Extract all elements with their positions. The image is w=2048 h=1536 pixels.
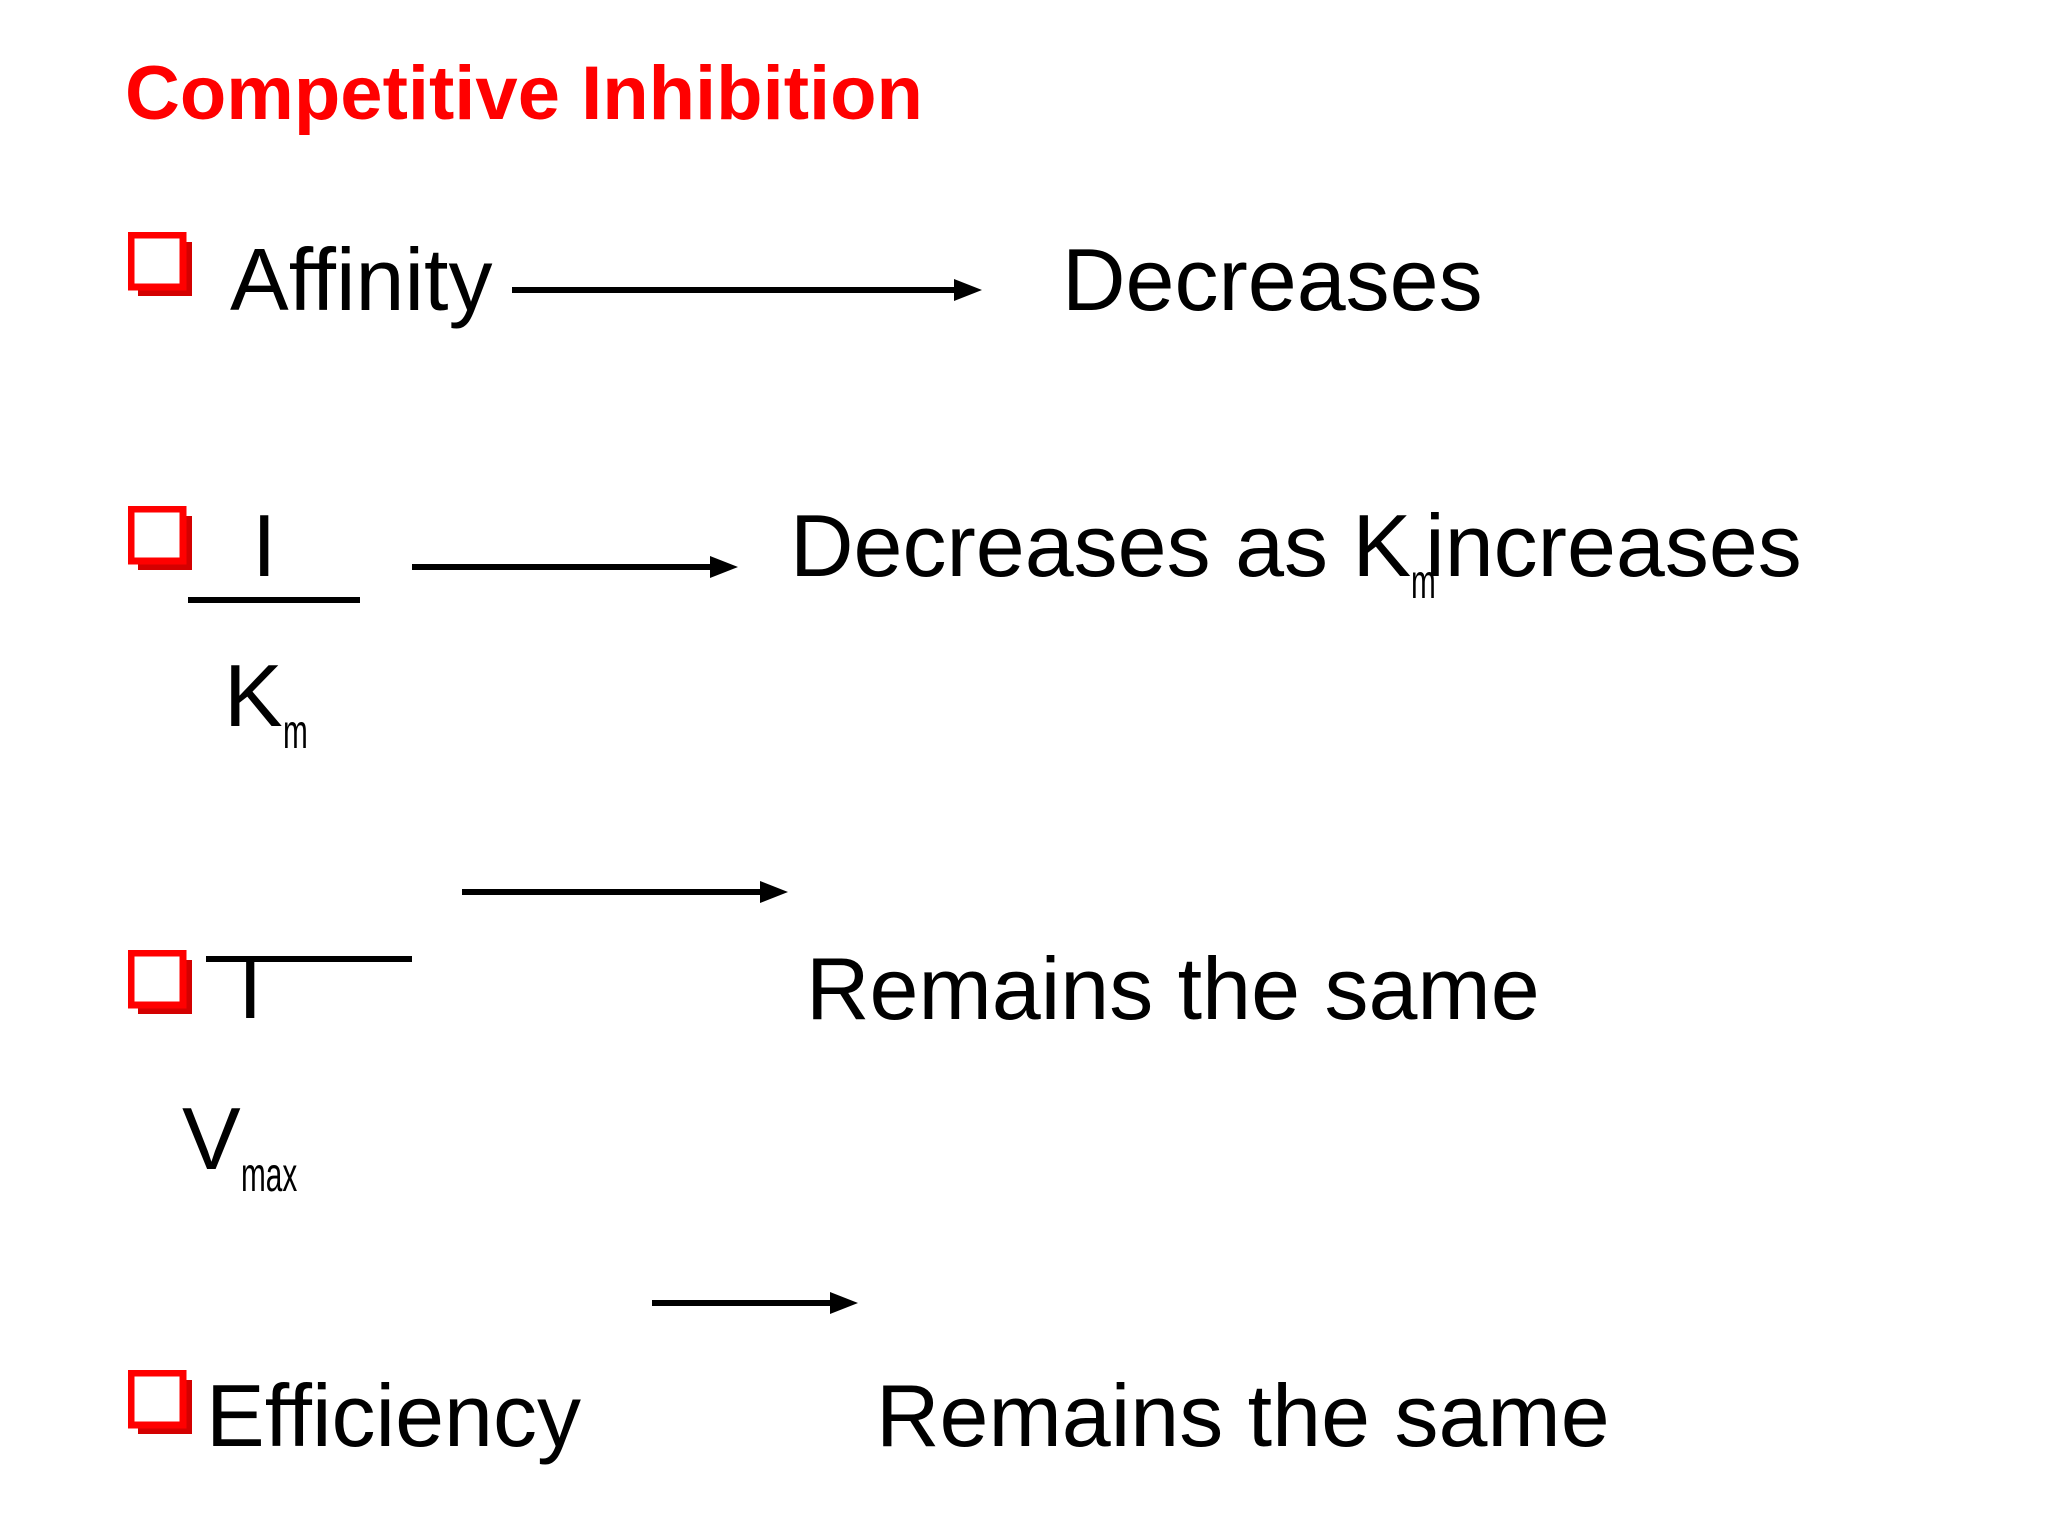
affinity-result: Decreases — [1062, 230, 1483, 329]
km-fraction-denominator: Km — [224, 646, 308, 759]
arrow-right-icon — [462, 881, 788, 903]
km-result: Decreases as Kmincreases — [790, 496, 1802, 609]
vmax-result: Remains the same — [806, 939, 1540, 1038]
checkbox-bullet-icon — [128, 232, 192, 296]
km-fraction-numerator: I — [252, 496, 277, 595]
arrow-right-icon — [412, 556, 738, 578]
slide-title: Competitive Inhibition — [125, 51, 923, 136]
arrow-right-icon — [652, 1292, 858, 1314]
checkbox-bullet-icon — [128, 1370, 192, 1434]
affinity-label: Affinity — [230, 230, 493, 329]
fraction-bar — [206, 956, 412, 962]
efficiency-label: Efficiency — [206, 1366, 581, 1465]
fraction-bar — [188, 597, 360, 603]
checkbox-bullet-icon — [128, 506, 192, 570]
checkbox-bullet-icon — [128, 950, 192, 1014]
vmax-fraction-denominator: Vmax — [182, 1089, 297, 1202]
efficiency-result: Remains the same — [876, 1366, 1610, 1465]
arrow-right-icon — [512, 279, 982, 301]
